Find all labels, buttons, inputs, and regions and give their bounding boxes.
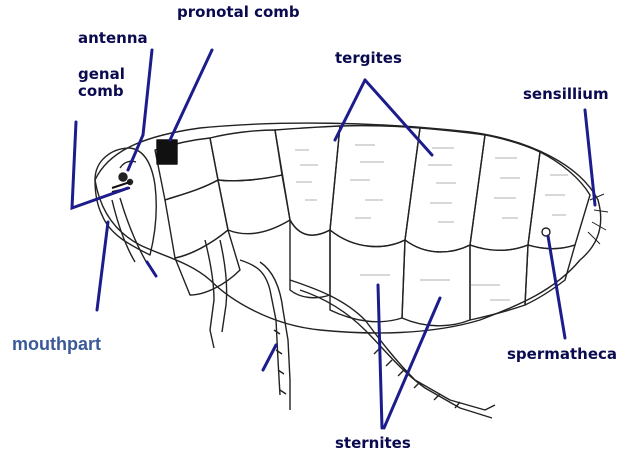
pointer-tergites-left bbox=[335, 80, 365, 140]
label-sensillium: sensillium bbox=[523, 86, 609, 103]
head-outline bbox=[95, 148, 156, 255]
pointer-pronotal-comb bbox=[170, 50, 212, 140]
label-spermatheca: spermatheca bbox=[507, 346, 617, 363]
fore-leg bbox=[205, 240, 227, 348]
label-antenna: antenna bbox=[78, 30, 148, 47]
pointer-sternites-right bbox=[384, 298, 440, 428]
pointer-mouthpart-2 bbox=[147, 262, 156, 276]
eye bbox=[119, 173, 127, 181]
pronotal-comb-shape bbox=[157, 140, 177, 164]
pointer-genal-comb bbox=[72, 122, 128, 208]
label-genal-comb: genal comb bbox=[78, 66, 125, 101]
pointer-mouthpart-1 bbox=[97, 222, 108, 310]
label-pronotal-comb: pronotal comb bbox=[177, 4, 300, 21]
pointer-mouthpart-3 bbox=[263, 345, 276, 370]
mouthpart-shape bbox=[112, 198, 148, 265]
label-tergites: tergites bbox=[335, 50, 402, 67]
pointer-tergites-right bbox=[365, 80, 432, 155]
mid-leg bbox=[240, 260, 290, 410]
hind-leg bbox=[290, 280, 495, 418]
label-mouthpart: mouthpart bbox=[12, 334, 101, 355]
pointer-sternites-left bbox=[378, 285, 382, 428]
label-sternites: sternites bbox=[335, 435, 411, 452]
